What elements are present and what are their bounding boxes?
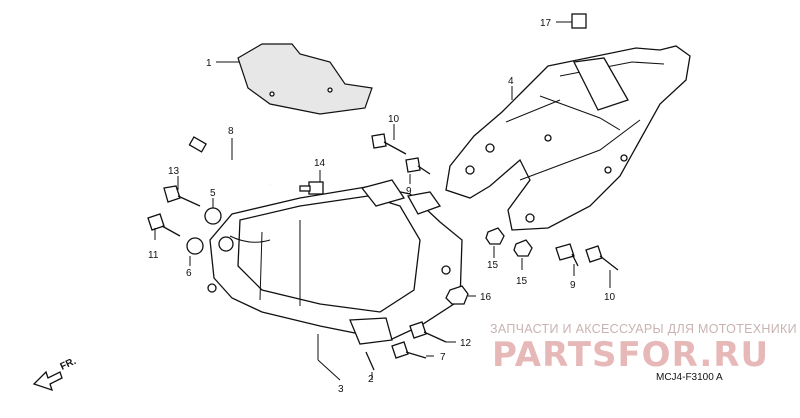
part-4-subframe [445, 45, 691, 231]
part-10-upper-bolt [371, 133, 407, 155]
label-part-16: 16 [480, 292, 492, 303]
part-15-nut-b [513, 239, 533, 257]
label-part-13: 13 [168, 166, 180, 177]
label-part-5: 5 [210, 188, 216, 199]
part-14-bolt [299, 181, 324, 195]
direction-label: FR. [59, 356, 78, 373]
label-part-2: 2 [368, 374, 374, 385]
label-part-9-upper: 9 [406, 186, 412, 197]
diagram-code: MCJ4-F3100 A [656, 372, 723, 383]
watermark: ЗАПЧАСТИ И АКСЕССУАРЫ ДЛЯ МОТОТЕХНИКИ PA… [490, 322, 797, 375]
part-8-long-bolt [188, 136, 271, 187]
label-part-10-upper: 10 [388, 114, 400, 125]
part-12-bolt [409, 321, 447, 343]
part-1-plate [237, 43, 373, 115]
part-15-nut-a [485, 227, 505, 245]
part-17-clip [571, 13, 587, 29]
part-6-collar [186, 237, 204, 255]
watermark-tagline: ЗАПЧАСТИ И АКСЕССУАРЫ ДЛЯ МОТОТЕХНИКИ [490, 322, 797, 336]
part-10-lower-bolt [585, 245, 619, 271]
label-part-15-a: 15 [487, 260, 499, 271]
label-part-14: 14 [314, 158, 326, 169]
label-part-12: 12 [460, 338, 472, 349]
label-part-11: 11 [148, 250, 159, 261]
part-13-bolt [163, 185, 201, 207]
part-2-pin [365, 351, 375, 371]
part-16-nut [445, 285, 469, 305]
label-part-15-b: 15 [516, 276, 528, 287]
label-part-17: 17 [540, 18, 552, 29]
watermark-brand: PARTSFOR.RU [492, 335, 769, 375]
part-9-lower-bolt [555, 243, 579, 267]
label-part-7: 7 [440, 352, 446, 363]
part-11-bolt [147, 213, 181, 237]
main-frame [207, 179, 463, 345]
label-part-3: 3 [338, 384, 344, 395]
part-9-upper-bolt [405, 157, 431, 175]
part-5-collar [204, 207, 222, 225]
label-part-1: 1 [206, 58, 212, 69]
part-labels: 1 8 14 13 5 11 6 10 9 4 17 15 15 9 10 16… [148, 18, 616, 395]
label-part-8: 8 [228, 126, 234, 137]
label-part-9-lower: 9 [570, 280, 576, 291]
label-part-6: 6 [186, 268, 192, 279]
leader-lines [154, 21, 611, 381]
part-7-bolt [391, 341, 427, 359]
label-part-4: 4 [508, 76, 514, 87]
front-direction-arrow: FR. [32, 356, 78, 392]
label-part-10-lower: 10 [604, 292, 616, 303]
